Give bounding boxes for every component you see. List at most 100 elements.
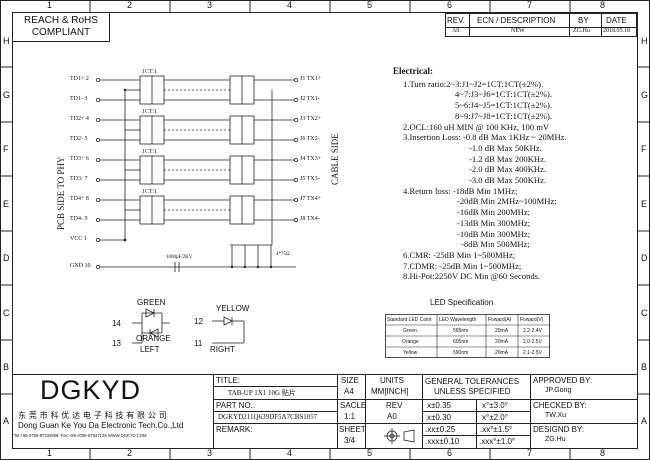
spec-line: -2.0 dB Max 400KHz.	[469, 164, 547, 175]
resistor-label: 4*75Ω	[276, 252, 290, 257]
compliance-box: REACH & RoHS COMPLIANT	[13, 13, 110, 42]
pin-label-left: TD4- 9	[70, 216, 88, 222]
rev-label: REV	[386, 401, 403, 410]
company-name-cn: 东 莞 市 科 优 达 电 子 科 技 有 限 公 司	[18, 411, 167, 420]
led-cell: 605nm	[453, 339, 469, 345]
spec-line: -16dB Min 200MHz;	[457, 207, 531, 218]
schematic-labels: TD1+ 2 TD1- 3 TD2+ 4 TD2- 5 TD3+ 6 TD3- …	[0, 0, 400, 300]
pin-label-left: TD1- 3	[70, 96, 88, 102]
row-label: B	[641, 362, 648, 372]
right-row-labels: H G F E D C B A	[638, 0, 650, 460]
approved-label: APPROVED BY:	[533, 376, 593, 385]
tolerance-linear: x±0.35	[427, 401, 451, 410]
led-cell: Yellow	[403, 350, 418, 356]
led-cell: 565nm	[453, 328, 469, 334]
spec-line: -10dB Min 300MHz;	[457, 228, 531, 239]
row-label: C	[3, 308, 10, 318]
projection-symbol	[384, 428, 415, 444]
designed-value: ZG.Hu	[545, 436, 566, 443]
scale-label: SACLE	[340, 401, 367, 410]
spec-line: 7.CDMR: -25dB Min 1~500MHz;	[403, 260, 522, 271]
led-header: LED Wavelength	[439, 317, 477, 323]
tolerance-title-2: UNLESS SPECIFIED	[434, 387, 511, 396]
revision-table-grid	[445, 13, 637, 37]
led-cell: 590nm	[453, 350, 469, 356]
col-label: 1	[47, 0, 53, 10]
spec-line: -8dB Min 500MHz;	[461, 239, 530, 250]
ecn-value: NEW	[511, 28, 525, 34]
rev-value: A0	[387, 412, 397, 421]
pin-label-right: J5 TX3-	[300, 176, 320, 182]
scale-value: 1:1	[344, 412, 356, 421]
size-label: SIZE	[341, 376, 359, 385]
remark-label: REMARK:	[216, 425, 253, 434]
led-spec-table: Standard LED Color LED Wavelength Foward…	[385, 314, 550, 358]
row-label: H	[641, 36, 648, 46]
row-label: A	[641, 416, 648, 426]
pin-label-right: J8 TX4-	[300, 216, 320, 222]
tolerance-title-1: GENERAL TOLERANCES	[425, 377, 520, 386]
ecn-header: ECN / DESCRIPTION	[477, 16, 556, 25]
sheet-label: SHEET	[339, 425, 366, 434]
row-label: E	[641, 199, 648, 209]
size-value: A4	[344, 387, 354, 396]
row-label: F	[641, 144, 647, 154]
row-label: G	[3, 90, 11, 100]
bottom-column-labels: 1 2 3 4 5 6 7 8	[0, 448, 650, 460]
designed-label: DESIGND BY:	[533, 425, 585, 434]
row-label: C	[641, 308, 648, 318]
col-label: 5	[367, 448, 373, 458]
compliance-line1: REACH & RoHS	[24, 15, 98, 26]
part-label: PART NO.:	[216, 401, 256, 410]
led-spec-title: LED Specification	[430, 298, 494, 307]
spec-line: -13dB Min 300MHz;	[457, 217, 531, 228]
col-label: 6	[447, 0, 453, 10]
led-cell: 2.1-2.5V	[523, 350, 542, 356]
compliance-line2: COMPLIANT	[31, 27, 91, 38]
col-label: 6	[447, 448, 453, 458]
row-label: D	[641, 253, 648, 263]
pin-label-left: TD3+ 6	[70, 156, 89, 162]
rev-value: A0	[452, 28, 460, 34]
led-header: Standard LED Color	[387, 317, 432, 323]
pin-label-left: TD2+ 4	[70, 116, 89, 122]
checked-label: CHECKED BY:	[533, 401, 587, 410]
cap-label: 1000pF/2KV	[166, 255, 193, 260]
title-label: TITLE:	[216, 376, 241, 385]
col-label: 2	[127, 448, 133, 458]
spec-line: 2.OCL:160 uH MIN @ 100 KHz, 100 mV	[403, 121, 550, 132]
spec-line: 3.Insertion Loss: -0.8 dB Max 1KHz ~ 20M…	[403, 132, 567, 143]
pin-label-right: J1 TX1+	[300, 76, 322, 82]
spec-line: -3.0 dB Max 500KHz.	[469, 175, 547, 186]
led-symbols	[132, 308, 245, 344]
company-contact: Tel:+86-0769-87334808; Fax:+86-0769-8764…	[14, 433, 147, 438]
spec-line: 8~9:J7~J8=1CT:1CT(±2%).	[455, 110, 552, 121]
row-label: G	[641, 90, 649, 100]
row-label: F	[3, 144, 9, 154]
pin-label-right: J3 TX2+	[300, 116, 322, 122]
units-label: UNITS	[380, 376, 404, 385]
row-label: E	[3, 199, 10, 209]
top-column-labels: 1 2 3 4 5 6 7 8	[0, 0, 650, 12]
ratio-label: 1CT:1	[142, 109, 158, 115]
spec-line: -1.0 dB Max 50KHz.	[469, 142, 542, 153]
row-label: B	[3, 362, 10, 372]
revision-table: REV. ECN / DESCRIPTION BY DATE A0 NEW ZG…	[445, 13, 637, 37]
sheet-value: 3/4	[344, 436, 356, 445]
pin-label-left: TD1+ 2	[70, 76, 89, 82]
rev-header: REV.	[447, 16, 465, 25]
spec-line: -1.2 dB Max 200KHz.	[469, 153, 547, 164]
tolerance-angular: x°±2.0°	[482, 413, 508, 422]
pin-label-right: J2 TX1-	[300, 96, 320, 102]
spec-line: -20dB Min 2MHz~100MHz;	[457, 196, 557, 207]
ratio-label: 1CT:1	[142, 69, 158, 75]
left-row-labels: H G F E D C B A	[0, 0, 12, 460]
row-label: H	[3, 36, 10, 46]
spec-line: 6.CMR: -25dB Min 1~500MHz;	[403, 249, 516, 260]
ratio-label: 1CT:1	[142, 149, 158, 155]
spec-line: 4~7:J3~J6=1CT:1CT(±2%).	[455, 89, 552, 100]
col-label: 8	[600, 0, 606, 10]
tolerance-angular: .xx°±1.5°	[480, 425, 513, 434]
col-label: 4	[287, 0, 293, 10]
